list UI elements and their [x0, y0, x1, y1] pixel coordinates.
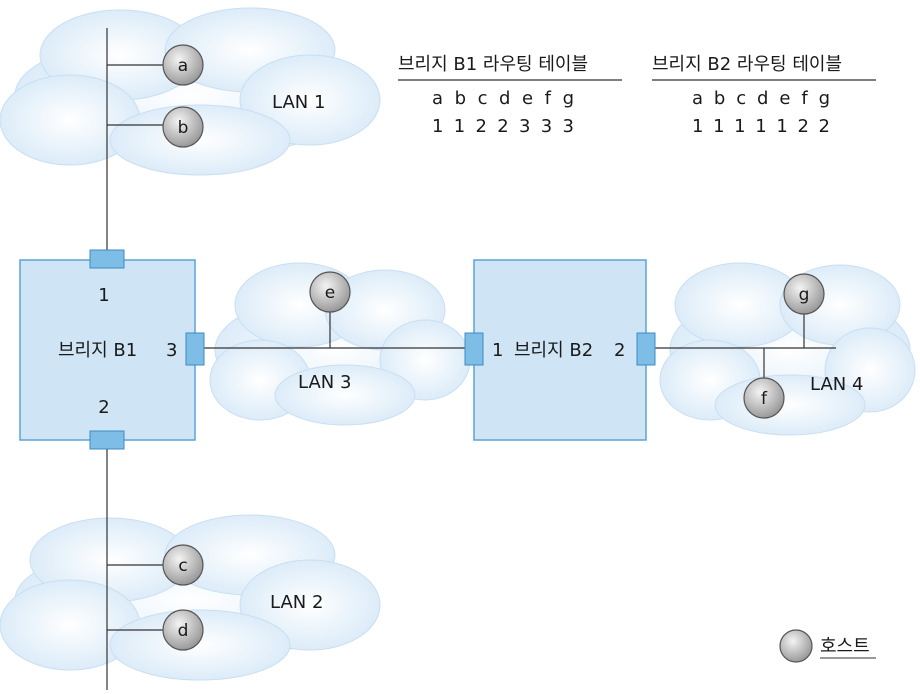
b2-port-2	[636, 332, 656, 366]
b1-port-2-label: 2	[98, 397, 109, 418]
network-links	[106, 28, 836, 690]
b1-port-3	[185, 332, 205, 366]
lan3-label: LAN 3	[298, 372, 351, 393]
bridge-b1-box	[19, 259, 196, 441]
b2-port-1	[464, 332, 484, 366]
bridge-b2-label: 브리지 B2	[514, 340, 593, 361]
lan1-label: LAN 1	[272, 92, 325, 113]
lan4-label: LAN 4	[810, 374, 863, 395]
host-a: a	[162, 44, 204, 86]
b1-routing-table: 브리지 B1 라우팅 테이블 a b c d e f g 1 1 2 2 3 3…	[398, 54, 622, 137]
host-g: g	[783, 273, 825, 315]
b2-table-ports: 1 1 1 1 1 2 2	[692, 116, 830, 137]
lan1-cloud	[0, 7, 381, 176]
b2-table-title: 브리지 B2 라우팅 테이블	[652, 54, 842, 75]
bridge-b1-label: 브리지 B1	[58, 340, 137, 361]
b1-table-title: 브리지 B1 라우팅 테이블	[398, 54, 588, 75]
b1-port-2	[89, 430, 125, 450]
legend-host-label: 호스트	[820, 636, 870, 657]
b1-table-hosts: a b c d e f g	[432, 88, 574, 109]
b2-port-1-label: 1	[492, 340, 503, 361]
svg-text:d: d	[178, 621, 189, 641]
svg-text:g: g	[799, 285, 810, 305]
b2-port-2-label: 2	[614, 340, 625, 361]
host-c: c	[162, 544, 204, 586]
host-f: f	[743, 377, 785, 419]
svg-text:a: a	[178, 56, 188, 76]
svg-text:e: e	[325, 283, 335, 303]
host-d: d	[162, 609, 204, 651]
host-circle-icon	[779, 629, 813, 663]
b1-port-1-label: 1	[98, 285, 109, 306]
bridge-b2-box	[473, 259, 647, 441]
svg-text:c: c	[178, 556, 187, 576]
legend: 호스트	[779, 629, 876, 663]
b1-port-1	[89, 249, 125, 269]
host-b: b	[162, 106, 204, 148]
b1-table-ports: 1 1 2 2 3 3 3	[432, 116, 574, 137]
svg-text:b: b	[178, 118, 189, 138]
svg-text:f: f	[761, 389, 768, 409]
b2-routing-table: 브리지 B2 라우팅 테이블 a b c d e f g 1 1 1 1 1 2…	[652, 54, 876, 137]
b1-port-3-label: 3	[166, 340, 177, 361]
lan2-label: LAN 2	[270, 592, 323, 613]
b2-table-hosts: a b c d e f g	[692, 88, 830, 109]
host-e: e	[309, 271, 351, 313]
